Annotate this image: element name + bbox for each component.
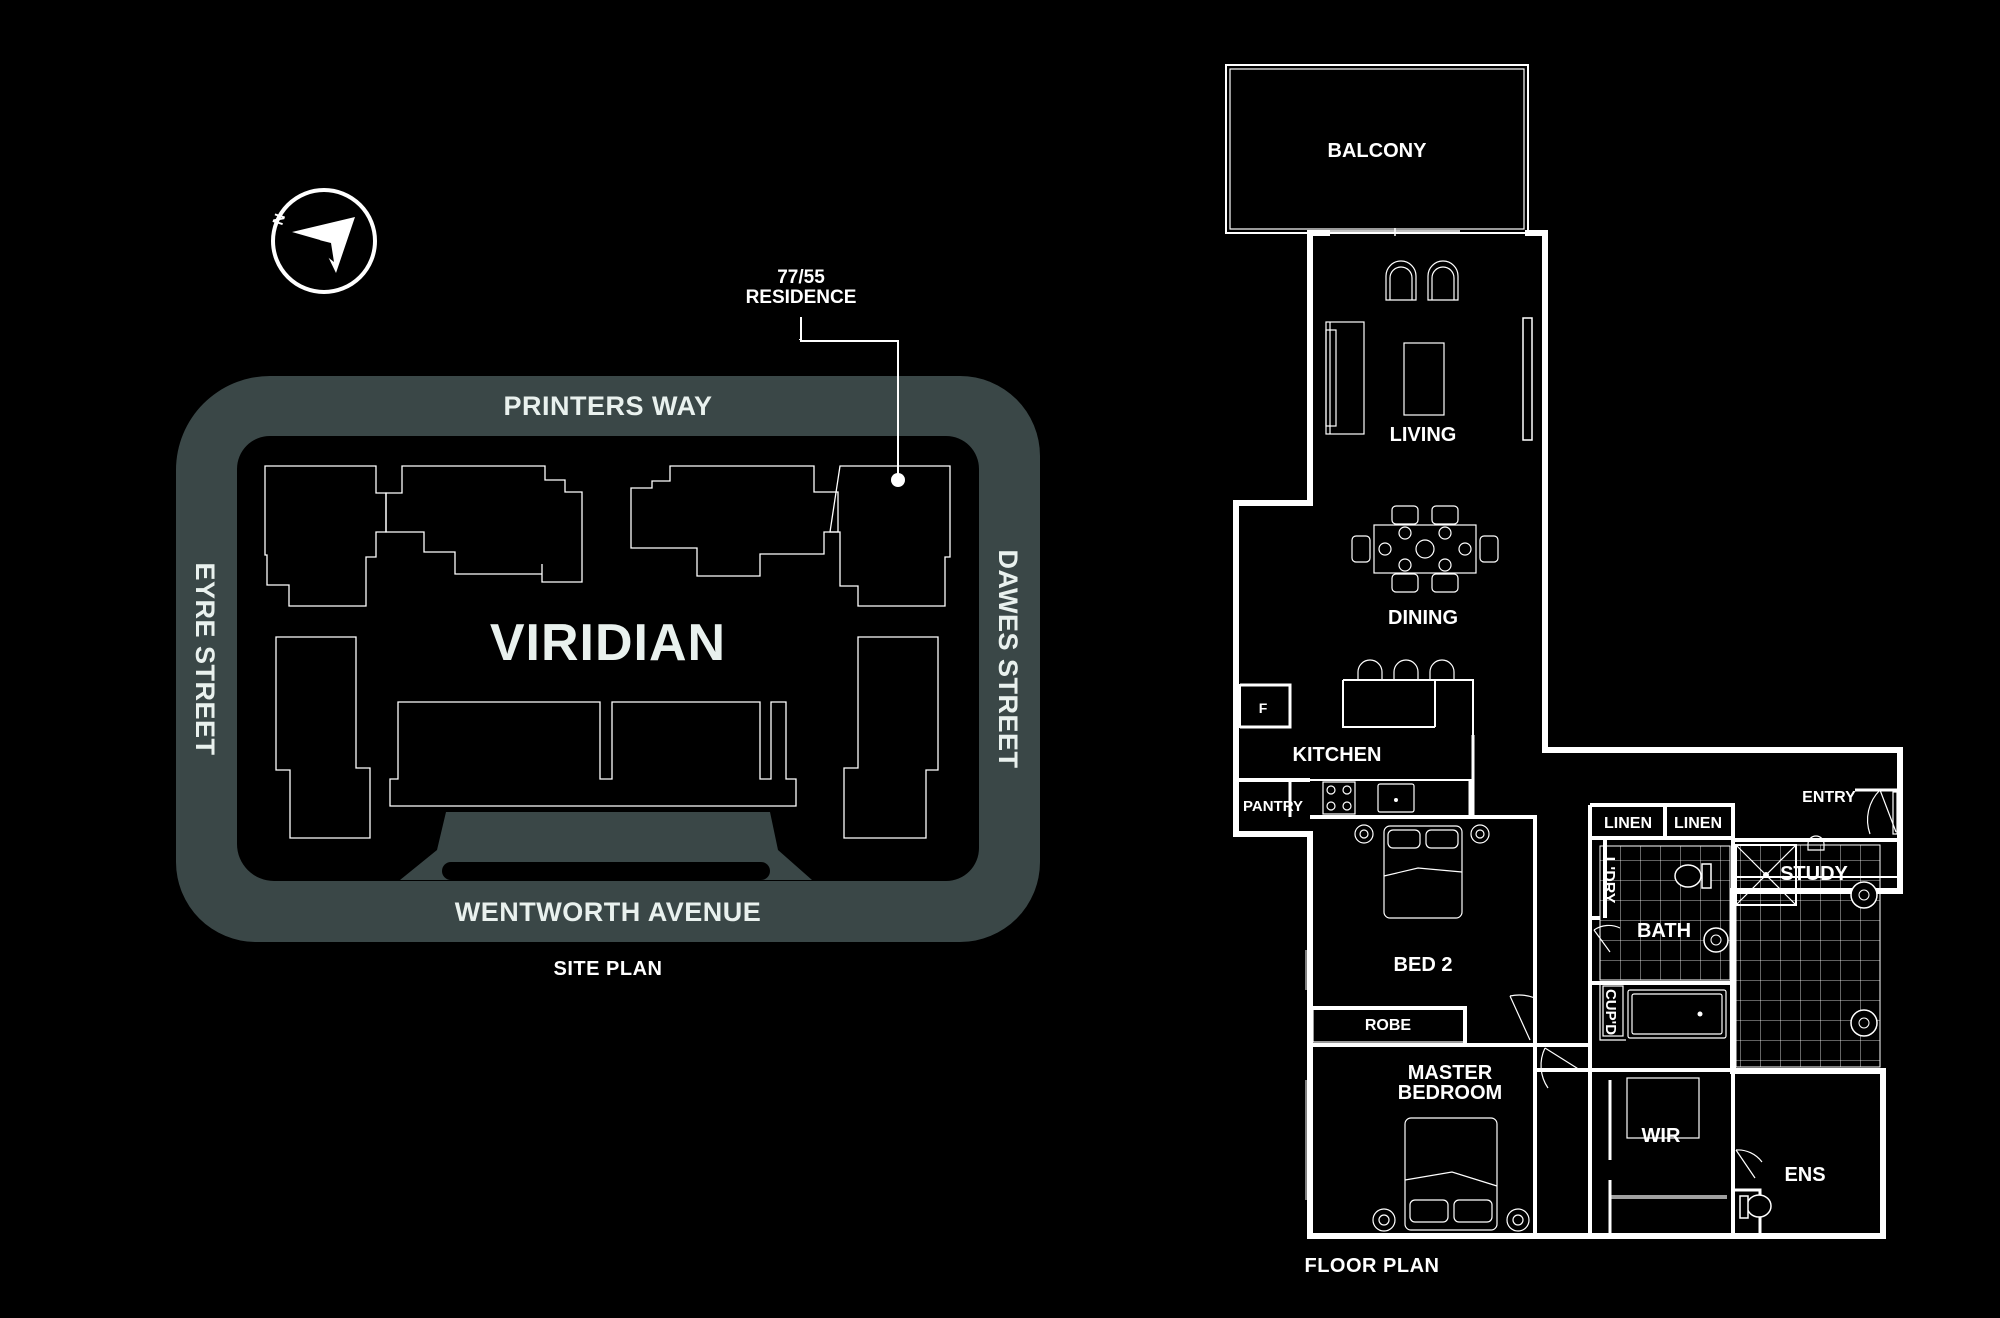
street-bottom: WENTWORTH AVENUE	[455, 897, 761, 927]
room-label-entry: ENTRY	[1802, 789, 1856, 806]
living-furniture	[1325, 260, 1459, 435]
balcony-outline	[1225, 64, 1529, 234]
fridge-label: F	[1259, 700, 1268, 716]
kitchen-fixtures	[1239, 659, 1475, 817]
room-label-study: STUDY	[1780, 863, 1848, 885]
site-plan: N 77/55 RESIDENCE VIRIDIAN PRINTERS WA	[176, 188, 1040, 980]
street-top: PRINTERS WAY	[503, 391, 712, 421]
room-label-linen-2: LINEN	[1674, 815, 1722, 832]
site-plan-caption: SITE PLAN	[554, 958, 663, 980]
master-bedroom-furniture	[1372, 1047, 1727, 1232]
room-label-bed-2: BED 2	[1394, 954, 1453, 976]
window-marks	[1240, 310, 1533, 1200]
room-label-bath: BATH	[1637, 920, 1691, 942]
room-label-balcony: BALCONY	[1328, 140, 1428, 162]
room-label-kitchen: KITCHEN	[1293, 744, 1382, 766]
room-label-laundry: L'DRY	[1600, 857, 1617, 904]
residence-label: RESIDENCE	[746, 287, 857, 308]
exterior-walls	[1233, 230, 1903, 1239]
ensuite-fixtures	[1732, 844, 1881, 1219]
building-name: VIRIDIAN	[490, 614, 726, 672]
room-label-living: LIVING	[1390, 424, 1457, 446]
dining-table	[1351, 505, 1499, 593]
room-label-cupboard: CUP'D	[1602, 989, 1619, 1035]
floor-plan: BALCONY LIVING DINING KITCHEN F PANTRY E…	[1225, 64, 1903, 1277]
room-label-master-line-1: MASTER	[1408, 1062, 1493, 1084]
street-left: EYRE STREET	[190, 562, 220, 755]
bathroom-fixtures	[1593, 845, 1731, 1041]
bed-2-furniture	[1312, 824, 1536, 1043]
road-ring	[176, 376, 1040, 942]
floor-plan-caption: FLOOR PLAN	[1305, 1255, 1440, 1277]
residence-unit-number: 77/55	[777, 267, 825, 288]
building-footprints	[264, 465, 951, 839]
street-right: DAWES STREET	[993, 549, 1023, 768]
room-label-ensuite: ENS	[1784, 1164, 1825, 1186]
room-label-linen-1: LINEN	[1604, 815, 1652, 832]
compass-north-letter: N	[270, 212, 290, 228]
room-label-robe: ROBE	[1365, 1017, 1412, 1034]
room-label-master-line-2: BEDROOM	[1398, 1082, 1502, 1104]
residence-marker	[799, 317, 905, 487]
room-label-wir: WIR	[1642, 1125, 1681, 1147]
room-label-dining: DINING	[1388, 607, 1458, 629]
interior-walls	[1236, 683, 1900, 1236]
room-label-pantry: PANTRY	[1243, 798, 1303, 815]
entry-study-fixtures	[1733, 789, 1900, 878]
north-arrow-icon: N	[270, 188, 377, 294]
